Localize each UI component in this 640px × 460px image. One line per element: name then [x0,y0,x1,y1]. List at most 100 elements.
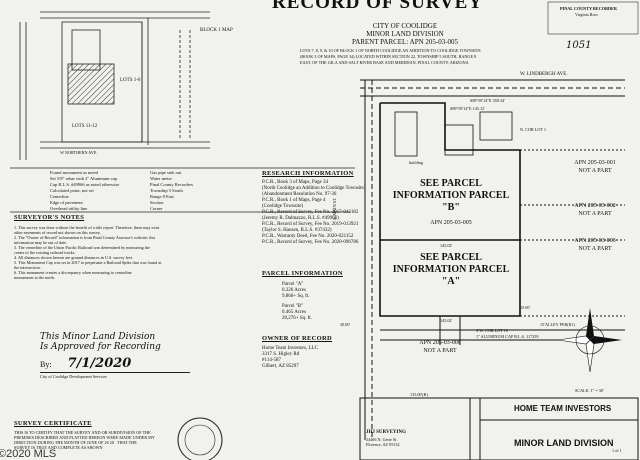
legend-item: Edge of pavement [50,200,83,205]
note-line: 4. All distances shown hereon are ground… [14,255,133,260]
approval-footer: City of Coolidge Development Services [40,372,190,379]
alley-label: 15'ALLEY PER(R1) [540,322,575,327]
header-parent: PARENT PARCEL: APN 205-03-005 [351,38,459,46]
legend-item: Range 8 East [150,194,174,199]
certificate-line: PREMISES DESCRIBED AND PLATTED HEREON WE… [14,435,155,440]
owner-block: Home Team Investors, LLC 3317 S. Higley … [262,346,318,370]
block-map-title: BLOCK 1 MAP [200,28,233,33]
certificate-line: SURVEY IS TRUE AND COMPLETE AS SHOWN [14,445,103,450]
cor-lot10-label: S.W. COR LOT 10 [476,328,508,333]
notes-heading: SURVEYOR'S NOTES [14,214,85,221]
legend-item: Calculated point, not set [50,188,94,193]
research-line: (Coolidge Townsite) [262,204,304,209]
company-addr1: 24466 N. Gerie St. [366,437,398,442]
approval-line2: Is Approved for Recording [40,342,161,352]
apn-001: APN 205-03-001 [574,160,616,166]
research-heading: RESEARCH INFORMATION [262,170,354,177]
approval-line1: This Minor Land Division [40,332,156,342]
plat-boundary [360,79,625,440]
header-city: CITY OF COOLIDGE [372,22,438,30]
legend-item: Water meter [150,176,172,181]
note-line: monuments to the north. [14,275,55,280]
legend-item: Township 5 South [150,188,183,193]
building-label: building [409,160,423,165]
page-number: 1051 [566,40,592,51]
parcel-info-a: Parcel "A" 0.226 Acres 9,866+ Sq. ft. Pa… [282,282,312,322]
dist-b: 145.02' [440,318,453,323]
legend-item: Section [150,200,164,205]
apn-002: APN 205-03-002 [574,203,616,209]
note-line: 5. This Monument Cap was set in 2017 to … [14,260,162,265]
bearing-top: S89°59'14"E 358.34' [470,98,505,103]
parcel-a-name: Parcel "A" [282,282,304,287]
block-map-lots-a: LOTS 1-6 [120,78,141,83]
note-line: center of the existing railroad tracks. [14,250,76,255]
dist-a: 145.02' [440,243,453,248]
research-line: P.C.R., Record of Survey, Fee No. 2020-0… [262,240,359,245]
note-line: 6. This monument creates a discrepancy w… [14,270,132,275]
parcel-b-label: SEE PARCEL INFORMATION PARCEL "B" [392,178,510,213]
scale-label: SCALE: 1" = 30' [575,388,604,393]
header-desc-1: LOTS 7, 8, 9, & 10 OF BLOCK 1 OF NORTH C… [300,48,481,53]
legend-item: Centerline [50,194,69,199]
legend-left: Found monument as noted Set 5/8" rebar w… [50,170,119,212]
company-addr2: Florence, AZ 85132 [366,442,400,447]
research-line: (North Coolidge an Addition to Coolidge … [262,186,366,191]
note-line: the intersection. [14,265,41,270]
research-list: P.C.R., Book 3 of Maps, Page 34 (North C… [262,180,366,246]
dist-e: 135.00'(R) [410,392,428,397]
owner-name: Home Team Investors, LLC [262,346,318,351]
recorder-stamp-line1: PINAL COUNTY RECORDER [560,6,617,11]
certificate-heading: SURVEY CERTIFICATE [14,420,92,427]
parcel-a-nap: NOT A PART [423,348,457,354]
note-line: 2. The "Owner of Record" information is … [14,235,156,240]
note-line: 1. This survey was done without the bene… [14,225,160,230]
certificate-line: DIRECTION DURING THE MONTH OF JUNE OF 20… [14,440,137,445]
recorder-stamp-line2: Virginia Ross [575,12,598,17]
research-line: (Jeremy R. Dalmazzo, R.L.S. #49966) [262,216,339,221]
certificate-line: THIS IS TO CERTIFY THAT THE SURVEY AND O… [14,430,151,435]
north-arrow [557,308,622,373]
bearing-mid: S89°59'14"E 145.12' [450,106,485,111]
owner-addr: #114-587 [262,358,281,363]
legend-item: Set 5/8" rebar with 2" Aluminum cap [50,176,117,181]
project-name: MINOR LAND DIVISION [514,438,614,448]
research-line: (Taylor S. Hansen, R.L.S. #37432) [262,228,332,233]
legend-item: Pinal County Recorders [150,182,193,187]
parcel-b-sqft: 20,276+ Sq. ft. [282,316,312,321]
parcel-info-heading: PARCEL INFORMATION [262,270,343,277]
company-name: JHJ SURVEYING [366,430,406,435]
legend-item: Found monument as noted [50,170,98,175]
apn-001-nap: NOT A PART [578,168,612,174]
approval-block: This Minor Land Division Is Approved for… [40,332,190,379]
research-line: P.C.R., Warranty Deed, Fee No. 2020-0211… [262,234,354,239]
dist-d: 30.00' [340,322,351,327]
research-line: P.C.R., Record of Survey, Fee No. 2017-0… [262,210,359,215]
client-name: HOME TEAM INVESTORS [514,404,612,413]
research-line: (Abandonment Resolution No. 97-36 [262,192,337,197]
header-desc-3: EAST, OF THE GILA AND SALT RIVER BASE AN… [300,60,469,65]
parcel-b-acres: 0.465 Acres [282,310,306,315]
certificate-text: THIS IS TO CERTIFY THAT THE SURVEY AND O… [14,430,155,450]
block-map-lots-b: LOTS 11-12 [72,124,98,129]
header-desc-2: (BOOK 3 OF MAPS, PAGE 34) LOCATED WITHIN… [300,54,477,59]
block-map-street: W NORTHERN AVE. [60,150,98,155]
sheet-number: 1 of 1 [612,448,622,453]
street-top-label: W. LINDBERGH AVE. [520,72,568,77]
apn-003-nap: NOT A PART [578,246,612,252]
owner-addr: Gilbert, AZ 85297 [262,364,299,369]
block-map [19,11,210,160]
page-title: RECORD OF SURVEY [272,0,483,13]
owner-addr: 3317 S. Higley Rd [262,352,300,357]
approval-by: By: [40,360,52,369]
watermark: ©2020 MLS [0,448,57,460]
dist-c: 15.00' [520,305,531,310]
parcel-b-apn: APN 205-03-005 [430,220,472,226]
note-line: information may be out of date. [14,240,68,245]
cap-label: 1" ALUMINUM CAP R.L.S. 117259 [476,334,539,339]
parcel-a-acres: 0.226 Acres [282,288,306,293]
note-line: 3. The centerline of the Union Pacific R… [14,245,150,250]
approval-date: 7/1/2020 [67,356,132,371]
apn-002-nap: NOT A PART [578,211,612,217]
